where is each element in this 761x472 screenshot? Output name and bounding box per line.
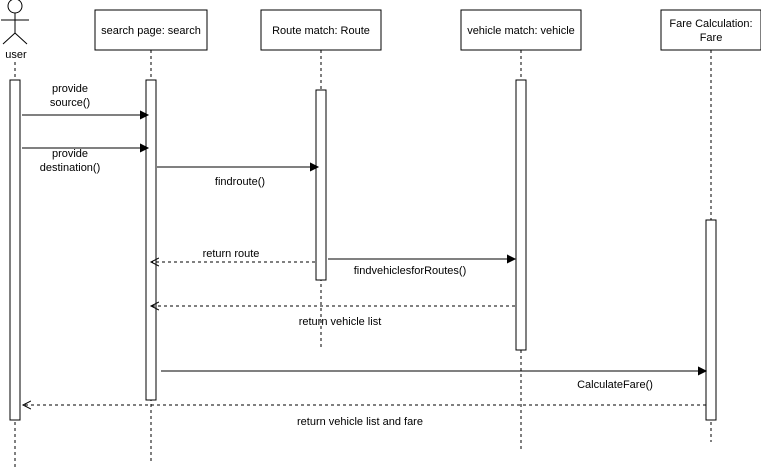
message-label-provide-source: provide (52, 83, 88, 95)
activation-search (145, 79, 157, 401)
participant-label-route: Route match: Route (272, 25, 370, 37)
user-activation (9, 79, 21, 421)
activation-fare (705, 219, 717, 421)
message-label-provide-destination: destination() (40, 162, 101, 174)
message-label-provide-destination: provide (52, 148, 88, 160)
message-label-return-vehicle-list: return vehicle list (299, 316, 382, 328)
participant-label-fare: Fare (700, 32, 723, 44)
message-label-provide-source: source() (50, 97, 90, 109)
participant-box-fare (660, 9, 761, 51)
message-label-findroute: findroute() (215, 176, 265, 188)
message-label-findvehiclesforroutes: findvehiclesforRoutes() (354, 265, 467, 277)
user-actor-left-leg (2, 32, 16, 45)
participant-label-fare: Fare Calculation: (669, 18, 752, 30)
message-label-return-vehicle-list-and-fare: return vehicle list and fare (297, 416, 423, 428)
participant-box-vehicle (460, 9, 582, 51)
user-actor-right-leg (14, 32, 28, 45)
message-label-return-route: return route (203, 248, 260, 260)
participant-box-route (260, 9, 382, 51)
user-actor-head (7, 0, 23, 14)
participant-label-vehicle: vehicle match: vehicle (467, 25, 575, 37)
message-label-calculatefare: CalculateFare() (577, 379, 653, 391)
participant-box-search (94, 9, 208, 51)
activation-route (315, 89, 327, 281)
user-actor-label: user (5, 49, 27, 61)
participant-label-search: search page: search (101, 25, 201, 37)
activation-vehicle (515, 79, 527, 351)
